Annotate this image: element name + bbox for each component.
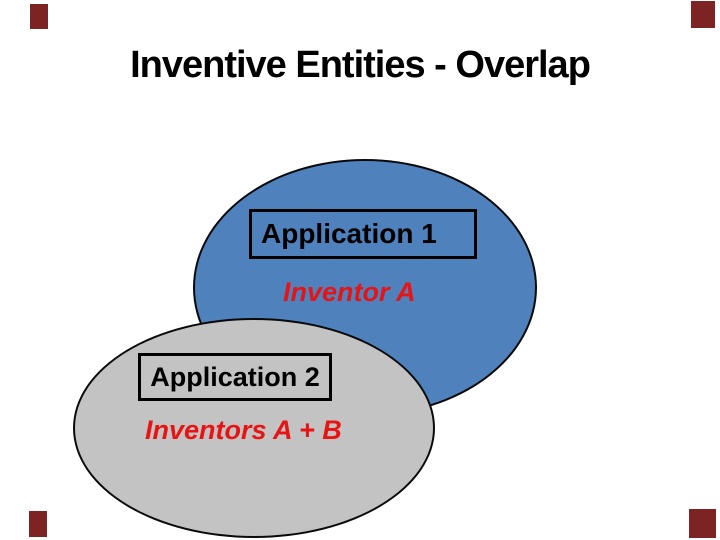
corner-marker-top-right [691,1,715,28]
application-2-label-box: Application 2 [138,353,332,401]
application-2-label: Application 2 [150,361,320,392]
corner-marker-bottom-left [29,511,47,537]
application-1-label-box: Application 1 [249,209,477,259]
application-1-label: Application 1 [261,218,437,249]
corner-marker-bottom-right [689,509,716,538]
corner-marker-top-left [30,4,48,29]
slide-title: Inventive Entities - Overlap [130,44,591,86]
application-1-inventors-text: Inventor A [283,277,416,307]
application-2-inventors-text: Inventors A + B [145,415,342,445]
